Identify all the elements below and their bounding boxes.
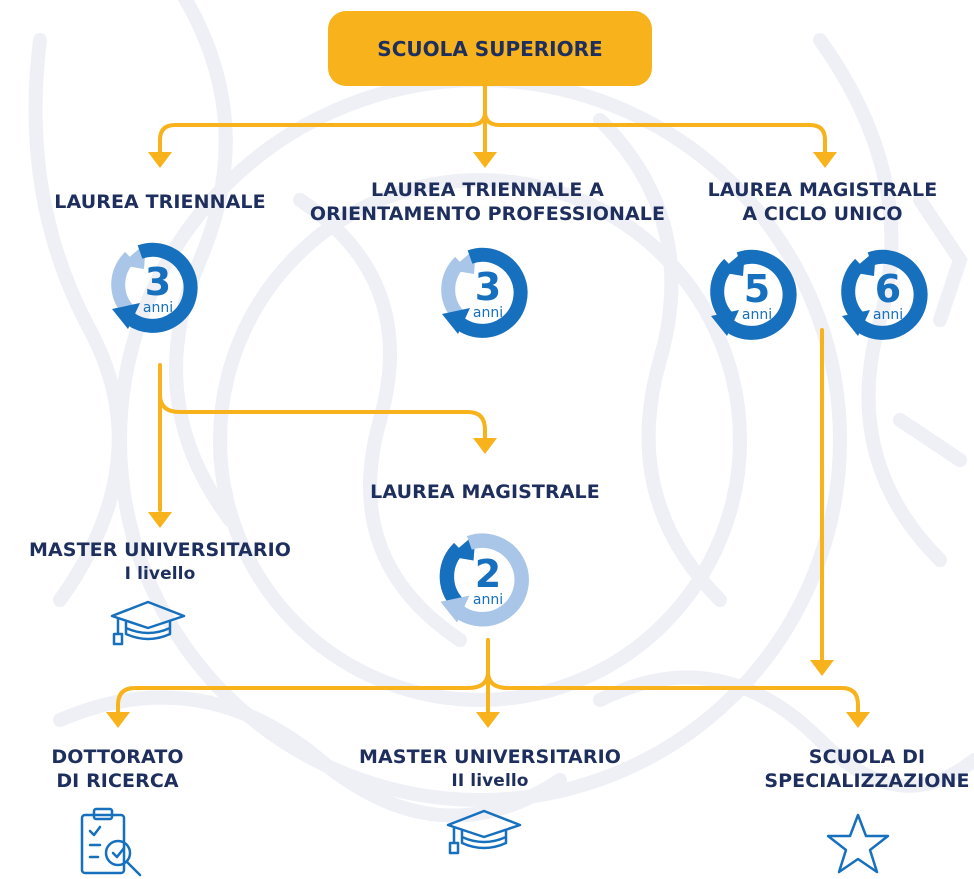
cycle-arrows-icon — [710, 249, 797, 340]
node-master-1-line2: I livello — [124, 564, 196, 584]
cycle-2-anni: 2 anni — [426, 515, 550, 639]
node-ciclo-unico-line2: A CICLO UNICO — [742, 203, 903, 225]
cycle-3-anni-triennale: 3 anni — [98, 225, 218, 345]
connector-magistrale-to-specializzazione — [486, 670, 860, 717]
node-master-1-line1: MASTER UNIVERSITARIO — [29, 539, 291, 561]
arrowhead-dottorato — [106, 712, 130, 728]
cycle-arrows-icon — [439, 533, 529, 627]
node-triennale-professionale-line1: LAUREA TRIENNALE A — [371, 179, 604, 201]
node-master-2: MASTER UNIVERSITARIO II livello — [335, 745, 645, 793]
node-laurea-triennale-label: LAUREA TRIENNALE — [54, 191, 266, 213]
cycle-years: 2 — [474, 552, 502, 596]
node-scuola-superiore: SCUOLA SUPERIORE — [328, 11, 652, 86]
node-dottorato-line1: DOTTORATO — [51, 746, 184, 768]
node-laurea-triennale: LAUREA TRIENNALE — [20, 190, 300, 214]
graduation-cap-icon — [446, 809, 522, 855]
node-dottorato: DOTTORATO DI RICERCA — [10, 745, 225, 793]
node-triennale-professionale: LAUREA TRIENNALE A ORIENTAMENTO PROFESSI… — [300, 178, 675, 226]
arrowhead-ciclo-unico — [813, 152, 837, 168]
connector-top-to-triennale — [158, 84, 487, 158]
cycle-3-anni-professionale: 3 anni — [428, 230, 548, 350]
arrowhead-magistrale — [473, 438, 497, 454]
node-specializzazione-line1: SCUOLA DI — [808, 746, 926, 768]
node-specializzazione: SCUOLA DI SPECIALIZZAZIONE — [762, 745, 972, 793]
arrowhead-triennale — [148, 152, 172, 168]
clipboard-search-icon — [80, 807, 142, 877]
cycle-unit: anni — [472, 592, 504, 608]
cycle-6-anni: 6 anni — [828, 232, 948, 352]
cycle-arrows-icon — [441, 247, 528, 338]
node-laurea-magistrale: LAUREA MAGISTRALE — [345, 480, 625, 504]
arrowhead-master1 — [148, 512, 172, 528]
node-dottorato-line2: DI RICERCA — [56, 770, 179, 792]
cycle-unit: anni — [142, 300, 174, 316]
node-master-2-line1: MASTER UNIVERSITARIO — [359, 746, 621, 768]
cycle-years: 5 — [743, 267, 771, 311]
cycle-arrows-icon — [841, 249, 928, 340]
cycle-unit: anni — [741, 307, 773, 323]
node-scuola-superiore-label: SCUOLA SUPERIORE — [377, 36, 603, 61]
cycle-arrows-icon — [111, 242, 198, 333]
node-master-2-line2: II livello — [451, 771, 529, 791]
cycle-unit: anni — [872, 307, 904, 323]
cycle-years: 3 — [144, 260, 172, 304]
graduation-cap-icon — [110, 600, 186, 646]
arrowhead-specializzazione — [846, 712, 870, 728]
connector-top-to-ciclo-unico — [483, 110, 827, 158]
node-specializzazione-line2: SPECIALIZZAZIONE — [764, 770, 970, 792]
star-icon — [826, 813, 890, 874]
arrowhead-master2 — [476, 712, 500, 728]
arrowhead-specializzazione-left — [810, 660, 834, 676]
cycle-years: 6 — [874, 267, 902, 311]
node-triennale-professionale-line2: ORIENTAMENTO PROFESSIONALE — [309, 203, 666, 225]
node-ciclo-unico-line1: LAUREA MAGISTRALE — [707, 179, 938, 201]
node-master-1: MASTER UNIVERSITARIO I livello — [5, 538, 315, 586]
connector-triennale-to-magistrale — [158, 393, 487, 442]
connector-magistrale-to-dottorato — [116, 638, 490, 717]
node-magistrale-ciclo-unico: LAUREA MAGISTRALE A CICLO UNICO — [690, 178, 955, 226]
cycle-years: 3 — [474, 265, 502, 309]
cycle-5-anni: 5 anni — [697, 232, 817, 352]
cycle-unit: anni — [472, 305, 504, 321]
node-laurea-magistrale-label: LAUREA MAGISTRALE — [370, 481, 600, 503]
arrowhead-professionale — [473, 152, 497, 168]
